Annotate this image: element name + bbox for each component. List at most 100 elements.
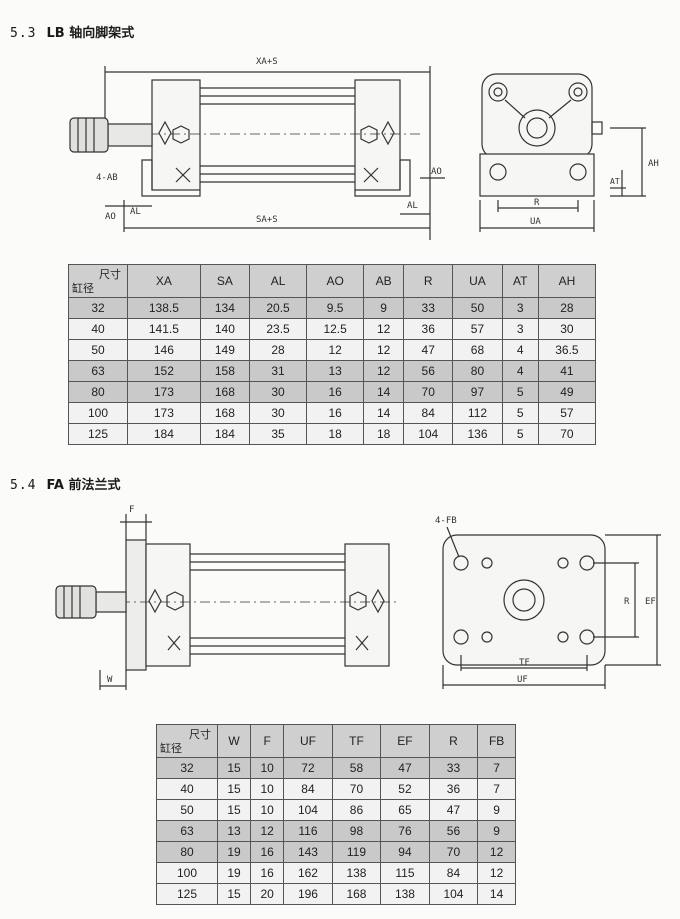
value-cell: 33	[403, 297, 454, 319]
value-cell: 14	[477, 883, 516, 905]
col-header: TF	[331, 724, 382, 758]
col-header: AO	[306, 264, 365, 298]
value-cell: 149	[199, 339, 251, 361]
col-header: W	[216, 724, 252, 758]
value-cell: 104	[403, 423, 454, 445]
dim-ua: UA	[530, 217, 541, 227]
bore-cell: 125	[156, 883, 218, 905]
value-cell: 158	[199, 360, 251, 382]
value-cell: 50	[452, 297, 503, 319]
value-cell: 173	[127, 381, 201, 403]
value-cell: 14	[363, 402, 405, 424]
col-header: SA	[199, 264, 251, 298]
col-header: XA	[127, 264, 201, 298]
value-cell: 76	[380, 820, 430, 842]
value-cell: 12	[477, 862, 516, 884]
bore-cell: 50	[156, 799, 218, 821]
dim-al-left: AL	[130, 207, 141, 217]
value-cell: 13	[306, 360, 365, 382]
value-cell: 31	[248, 360, 308, 382]
value-cell: 30	[248, 381, 308, 403]
value-cell: 33	[428, 757, 479, 779]
bore-cell: 32	[68, 297, 128, 319]
value-cell: 5	[501, 402, 539, 424]
value-cell: 56	[428, 820, 479, 842]
value-cell: 72	[283, 757, 333, 779]
dim-al-right: AL	[407, 201, 418, 211]
dim-ao-left: AO	[105, 212, 116, 222]
dim-uf: UF	[517, 675, 528, 685]
value-cell: 143	[283, 841, 333, 863]
value-cell: 12.5	[306, 318, 365, 340]
value-cell: 138	[331, 862, 382, 884]
value-cell: 13	[216, 820, 252, 842]
dim-at: AT	[610, 177, 620, 186]
dim-sa: SA+S	[256, 215, 278, 225]
section-number: 5.3	[10, 26, 37, 41]
value-cell: 9	[477, 799, 516, 821]
value-cell: 112	[452, 402, 503, 424]
value-cell: 136	[452, 423, 503, 445]
value-cell: 47	[428, 799, 479, 821]
value-cell: 12	[477, 841, 516, 863]
value-cell: 104	[283, 799, 333, 821]
value-cell: 80	[452, 360, 503, 382]
col-header: AL	[248, 264, 308, 298]
value-cell: 9	[477, 820, 516, 842]
value-cell: 116	[283, 820, 333, 842]
bore-cell: 32	[156, 757, 218, 779]
value-cell: 23.5	[248, 318, 308, 340]
value-cell: 152	[127, 360, 201, 382]
col-header: F	[250, 724, 285, 758]
col-header: EF	[380, 724, 430, 758]
section-title: FA 前法兰式	[46, 478, 121, 493]
col-header: AB	[363, 264, 405, 298]
value-cell: 68	[452, 339, 503, 361]
table-corner-cell: 尺寸 缸径	[156, 724, 218, 758]
value-cell: 5	[501, 423, 539, 445]
dim-r-end: R	[534, 198, 540, 208]
value-cell: 19	[216, 862, 252, 884]
value-cell: 12	[363, 318, 405, 340]
value-cell: 10	[250, 757, 285, 779]
value-cell: 3	[501, 297, 539, 319]
value-cell: 97	[452, 381, 503, 403]
value-cell: 7	[477, 778, 516, 800]
fa-side-view-drawing: F W	[55, 505, 400, 690]
value-cell: 138	[380, 883, 430, 905]
value-cell: 141.5	[127, 318, 201, 340]
value-cell: 16	[250, 841, 285, 863]
value-cell: 20	[250, 883, 285, 905]
value-cell: 58	[331, 757, 382, 779]
value-cell: 28	[248, 339, 308, 361]
value-cell: 12	[363, 339, 405, 361]
table-header-row: 尺寸 缸径 XA SA AL AO AB R UA AT AH	[68, 264, 597, 298]
value-cell: 98	[331, 820, 382, 842]
lb-side-view-drawing: XA+S SA+S 4-AB AO AL AL AO	[69, 57, 445, 240]
value-cell: 15	[216, 883, 252, 905]
dim-xa: XA+S	[256, 57, 278, 67]
value-cell: 4	[501, 339, 539, 361]
value-cell: 36.5	[537, 339, 597, 361]
table-corner-cell: 尺寸 缸径	[68, 264, 128, 298]
value-cell: 41	[537, 360, 597, 382]
value-cell: 184	[127, 423, 201, 445]
value-cell: 30	[248, 402, 308, 424]
value-cell: 18	[363, 423, 405, 445]
dim-r-flange: R	[624, 597, 630, 607]
value-cell: 15	[216, 799, 252, 821]
value-cell: 9	[363, 297, 405, 319]
value-cell: 9.5	[306, 297, 365, 319]
value-cell: 30	[537, 318, 597, 340]
corner-label-bore: 缸径	[160, 743, 182, 755]
value-cell: 4	[501, 360, 539, 382]
dim-ao-right: AO	[431, 167, 442, 177]
value-cell: 84	[428, 862, 479, 884]
fa-end-view-drawing: 4-FB TF UF R EF	[435, 516, 661, 689]
value-cell: 162	[283, 862, 333, 884]
value-cell: 35	[248, 423, 308, 445]
